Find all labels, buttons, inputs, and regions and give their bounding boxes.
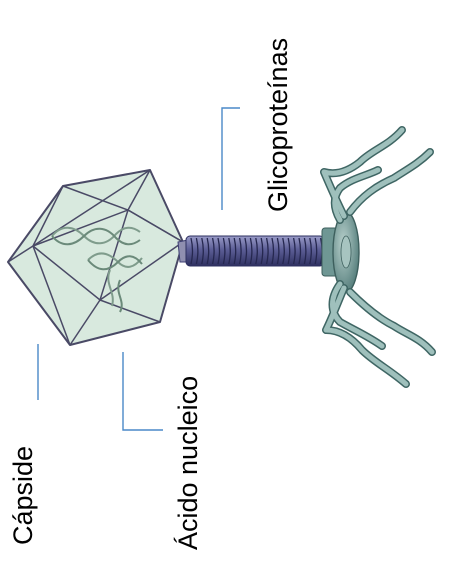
nucleic-acid-label: Ácido nucleico xyxy=(173,376,203,550)
tail-sheath xyxy=(186,236,324,266)
glycoproteins-leader-line xyxy=(222,108,240,210)
glycoproteins-label: Glicoproteínas xyxy=(263,38,293,212)
capsid-head xyxy=(8,170,183,345)
capsid-outline xyxy=(8,170,183,345)
base-plate xyxy=(322,212,359,292)
nucleic-acid-leader-line xyxy=(123,352,163,430)
capsid-label: Cápside xyxy=(8,446,38,545)
